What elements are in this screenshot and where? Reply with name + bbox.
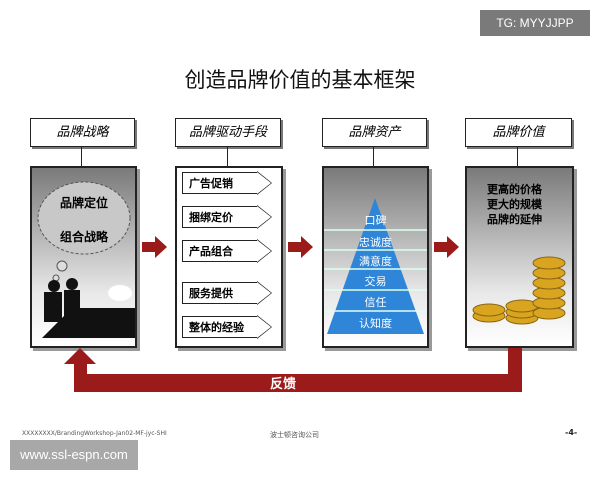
- pyramid-level: 口碑: [364, 214, 387, 227]
- connector-line: [517, 146, 518, 166]
- value-line: 更大的规模: [487, 198, 542, 211]
- driver-item: 捆绑定价: [182, 205, 272, 229]
- right-arrow-icon: [434, 236, 459, 258]
- page-number: -4-: [565, 428, 578, 437]
- pyramid-level: 交易: [364, 275, 387, 288]
- footer-company: 波士顿咨询公司: [270, 431, 319, 439]
- watermark-bottom: www.ssl-espn.com: [10, 440, 138, 470]
- driver-item: 广告促销: [182, 171, 272, 195]
- thinking-people-illustration: [37, 181, 135, 338]
- header-brand-equity: 品牌资产: [322, 118, 427, 147]
- value-line: 更高的价格: [487, 183, 542, 196]
- value-line: 品牌的延伸: [487, 213, 542, 226]
- driver-item: 产品组合: [182, 239, 272, 263]
- feedback-arrow: [64, 348, 522, 392]
- value-text: 更高的价格 更大的规模 品牌的延伸: [487, 182, 542, 227]
- right-arrow-icon: [142, 236, 167, 258]
- driver-item: 服务提供: [182, 281, 272, 305]
- pyramid-level: 满意度: [359, 255, 392, 268]
- equity-pyramid: [324, 198, 427, 334]
- header-brand-value: 品牌价值: [465, 118, 572, 147]
- connector-line: [227, 146, 228, 166]
- panel-brand-strategy: 品牌定位 组合战略: [30, 166, 137, 348]
- driver-item: 整体的经验: [182, 315, 272, 339]
- pyramid-level: 忠诚度: [359, 236, 392, 249]
- panel-brand-value: 更高的价格 更大的规模 品牌的延伸: [465, 166, 574, 348]
- cloud-text-portfolio: 组合战略: [60, 230, 109, 244]
- pyramid-level: 认知度: [359, 317, 392, 330]
- cloud-text-positioning: 品牌定位: [60, 196, 109, 210]
- connector-line: [81, 146, 82, 166]
- pyramid-level: 信任: [364, 296, 387, 309]
- connector-line: [373, 146, 374, 166]
- header-brand-strategy: 品牌战略: [30, 118, 135, 147]
- footer-left: XXXXXXXX/BrandingWorkshop-Jan02-MF-jyc-S…: [22, 430, 167, 437]
- right-arrow-icon: [288, 236, 313, 258]
- coins-illustration: [472, 256, 566, 325]
- page-title: 创造品牌价值的基本框架: [184, 68, 416, 92]
- header-brand-drivers: 品牌驱动手段: [175, 118, 281, 147]
- panel-brand-equity: 口碑 忠诚度 满意度 交易 信任 认知度: [322, 166, 429, 348]
- feedback-label: 反馈: [270, 377, 297, 392]
- watermark-top: TG: MYYJJPP: [480, 10, 590, 36]
